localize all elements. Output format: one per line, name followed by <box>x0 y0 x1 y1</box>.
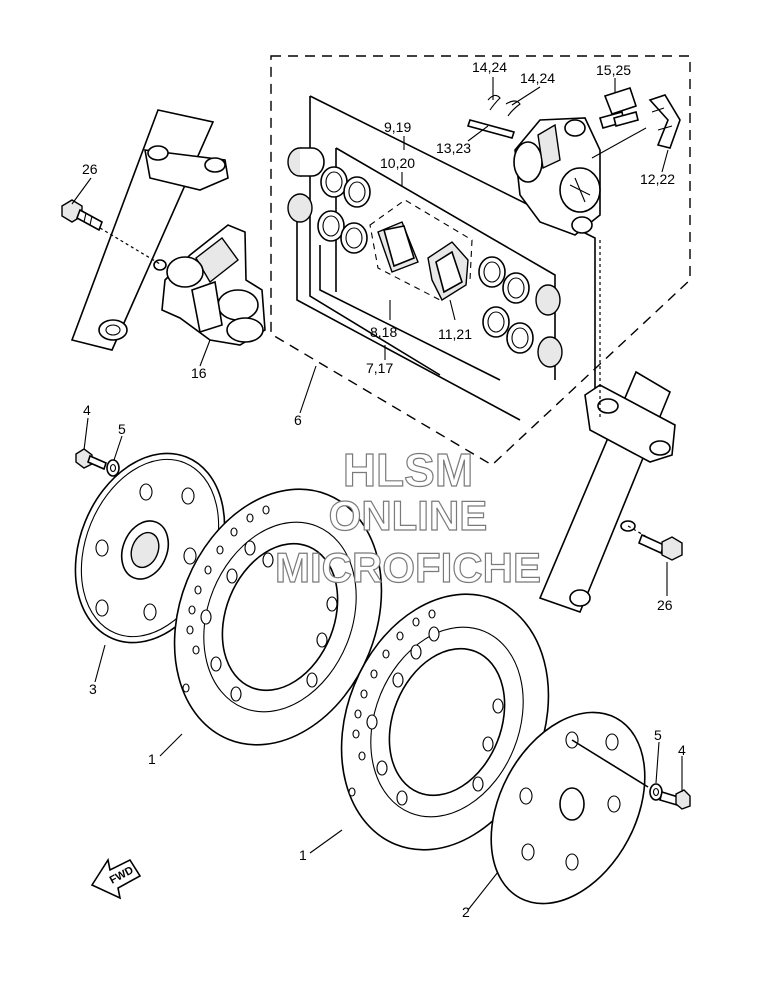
watermark-line-1: HLSM <box>343 444 473 496</box>
callout-1-left: 1 <box>148 751 156 767</box>
brake-pads <box>369 199 473 302</box>
pad-pin-and-clips <box>466 94 521 139</box>
callout-3: 3 <box>89 681 97 697</box>
callout-16: 16 <box>191 365 207 381</box>
bolt-26-right <box>637 533 683 561</box>
pad-spring <box>648 94 681 149</box>
right-fork-leg <box>538 240 676 614</box>
callout-10-20: 10,20 <box>380 155 415 171</box>
bolt-26-left <box>61 199 103 232</box>
callout-14-24-b: 14,24 <box>520 70 555 86</box>
bolt-4-left <box>75 448 107 471</box>
callout-14-24-a: 14,24 <box>472 59 507 75</box>
callout-15-25: 15,25 <box>596 62 631 78</box>
leader-lines <box>71 77 683 911</box>
washer-5-left <box>106 459 120 477</box>
left-fork-leg <box>70 109 229 351</box>
bolt-4-right <box>659 789 691 810</box>
callout-8-18: 8,18 <box>370 324 397 340</box>
brake-disc-1-right <box>340 593 550 851</box>
callout-9-19: 9,19 <box>384 119 411 135</box>
caliper-16 <box>161 224 266 346</box>
callout-2: 2 <box>462 904 470 920</box>
bleed-screw <box>598 86 639 129</box>
piston-seals-upper <box>287 147 371 254</box>
callout-1-right: 1 <box>299 847 307 863</box>
callout-5-right: 5 <box>654 727 662 743</box>
caliper-assembly-boundary <box>270 55 691 466</box>
callout-26-left: 26 <box>82 161 98 177</box>
piston-seals-lower <box>478 256 563 368</box>
watermark-line-3: MICROFICHE <box>275 544 541 591</box>
callout-6: 6 <box>294 412 302 428</box>
callout-12-22: 12,22 <box>640 171 675 187</box>
watermark-line-2: ONLINE <box>329 492 488 539</box>
callout-26-right: 26 <box>657 597 673 613</box>
callout-13-23: 13,23 <box>436 140 471 156</box>
callout-4-left: 4 <box>83 402 91 418</box>
watermark: HLSM ONLINE MICROFICHE <box>274 443 541 591</box>
callout-labels: 14,24 14,24 15,25 9,19 13,23 10,20 12,22… <box>82 59 686 920</box>
hub-flange-2 <box>490 711 649 905</box>
fwd-arrow: FWD <box>90 857 142 900</box>
caliper-housing-right <box>513 117 647 236</box>
brake-disc-1-left <box>173 488 383 746</box>
callout-4-right: 4 <box>678 742 686 758</box>
callout-11-21: 11,21 <box>438 326 472 342</box>
callout-7-17: 7,17 <box>366 360 393 376</box>
callout-5-left: 5 <box>118 421 126 437</box>
